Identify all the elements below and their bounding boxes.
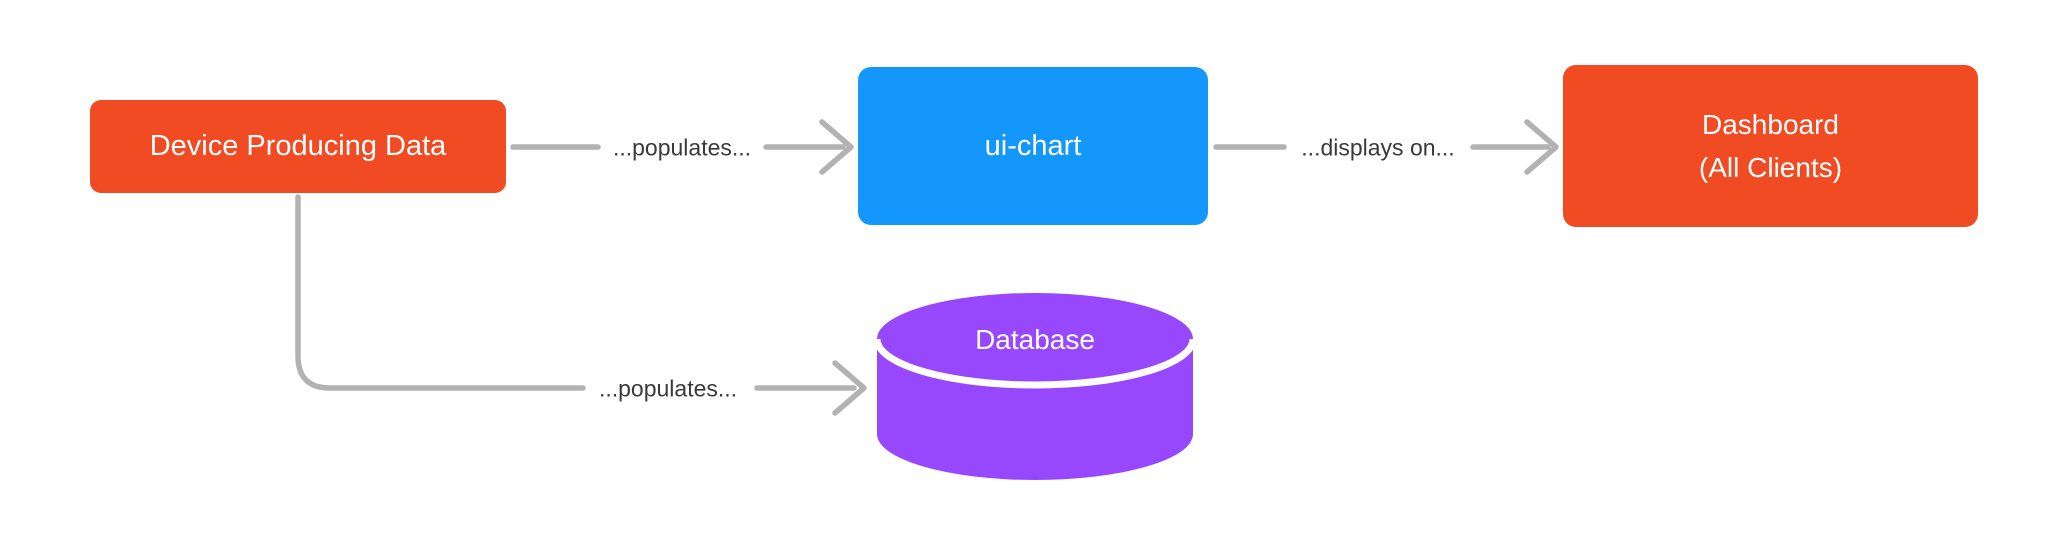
node-ui-chart: ui-chart <box>858 67 1208 225</box>
edge-label-populates-bottom: ...populates... <box>594 375 742 403</box>
edge-segment <box>295 194 586 391</box>
cylinder-body <box>877 339 1193 480</box>
arrowhead-icon <box>819 119 854 175</box>
node-database-cylinder: Database <box>877 293 1193 480</box>
edge-uichart-to-dashboard <box>1213 119 1559 175</box>
cylinder-lid <box>877 293 1193 385</box>
arrowhead-icon <box>1524 119 1559 175</box>
node-label-line1: Dashboard <box>1702 108 1839 140</box>
node-label-line2: (All Clients) <box>1698 152 1843 183</box>
edge-label-displays-on: ...displays on... <box>1297 134 1459 162</box>
edge-label-populates-top: ...populates... <box>608 134 756 162</box>
node-label: ui-chart <box>984 129 1082 162</box>
node-device-producing-data: Device Producing Data <box>90 100 506 193</box>
node-dashboard: Dashboard (All Clients) <box>1563 65 1978 227</box>
node-label: Device Producing Data <box>149 130 447 162</box>
edge-device-to-uichart <box>510 119 854 175</box>
node-label: Database <box>975 324 1095 355</box>
edge-device-to-database <box>295 194 867 416</box>
cylinder-separator <box>877 338 1193 389</box>
arrowhead-icon <box>832 360 867 416</box>
